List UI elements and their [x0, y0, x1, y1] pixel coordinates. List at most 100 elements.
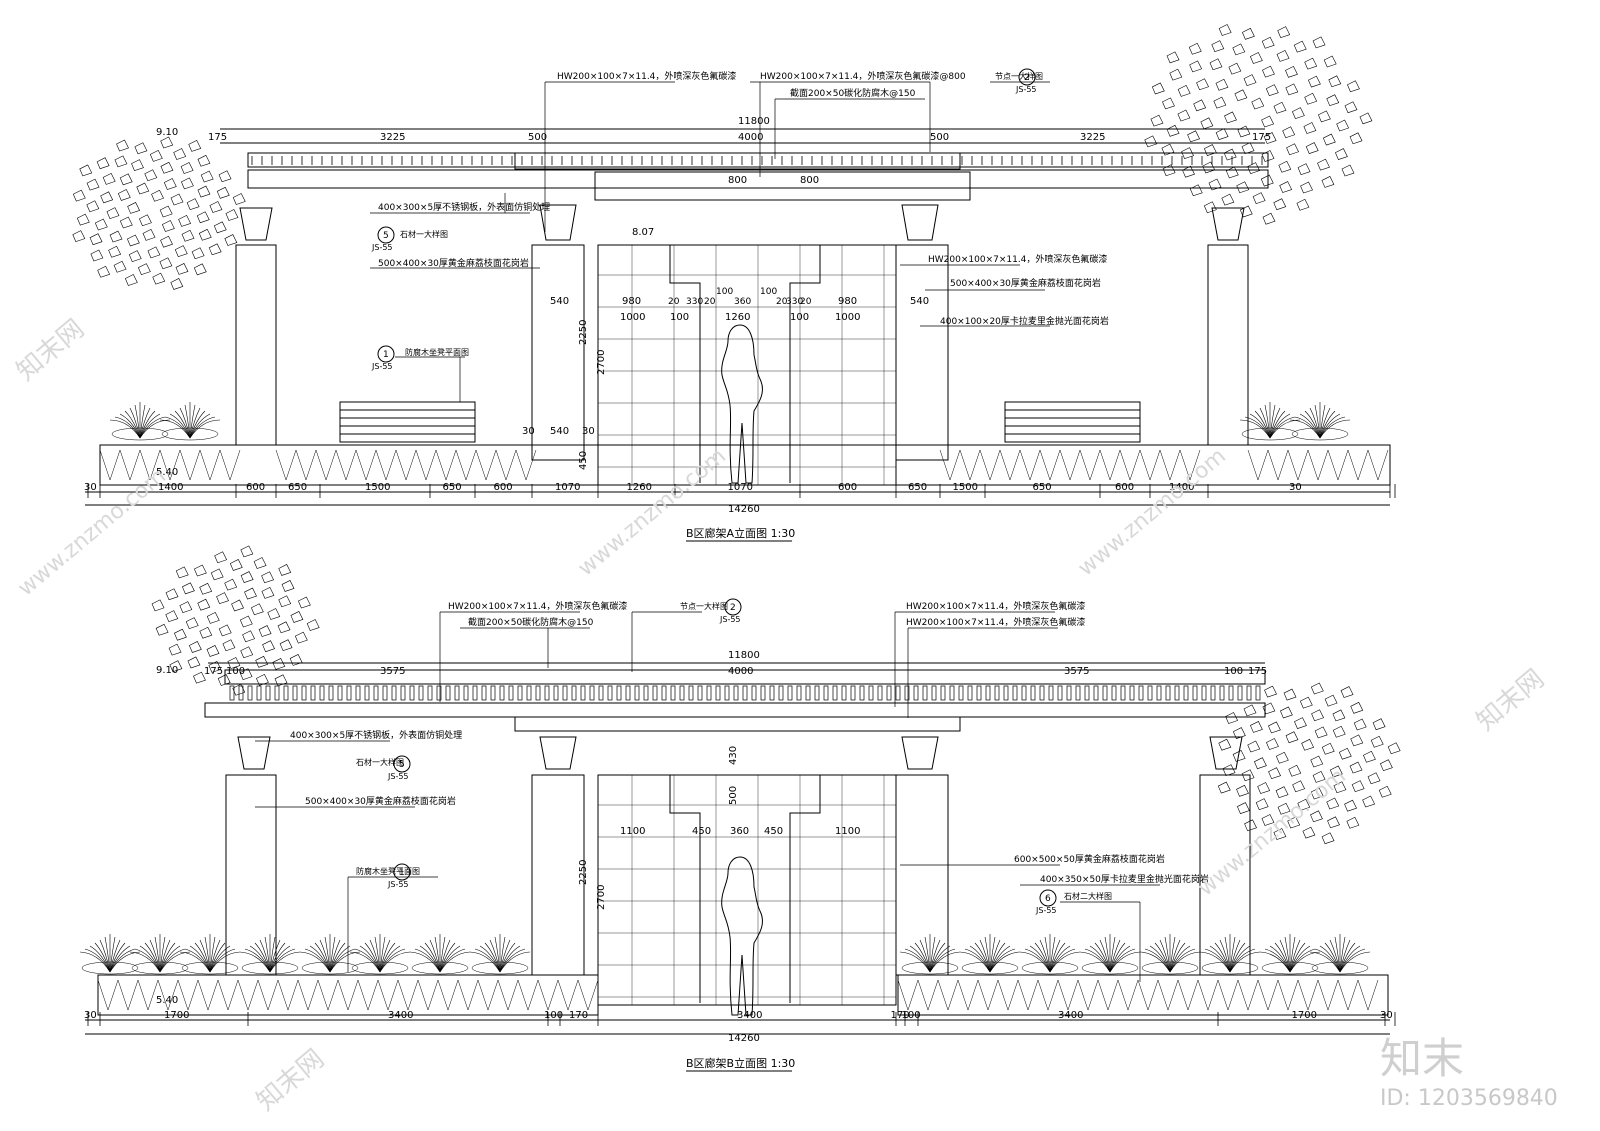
wall-dim2-3: 1260: [725, 312, 750, 323]
dim-top-6: 3225: [1080, 132, 1105, 143]
bottom-dim-label: 3400: [388, 1010, 413, 1021]
bench-left: [339, 401, 476, 443]
svg-text:5: 5: [399, 760, 405, 770]
column-3: [895, 204, 949, 461]
center-lintel: [594, 171, 971, 201]
bottom-dim-label: 170: [569, 1010, 588, 1021]
bottom-dim-label: 1070: [728, 482, 753, 493]
pergola-lower-beam-b: [204, 702, 1266, 718]
bench-right: [1004, 401, 1141, 443]
dim-top-2: 3225: [380, 132, 405, 143]
elevation-b-labels: 11800 175 100 3575 4000 3575 100 175 9.1…: [84, 598, 1396, 1072]
svg-text:5: 5: [383, 231, 389, 241]
note-a-9: HW200×100×7×11.4，外喷深灰色氟碳漆: [928, 253, 1107, 265]
note-b-1: HW200×100×7×11.4，外喷深灰色氟碳漆: [448, 600, 627, 612]
wall-dim2-2: 100: [670, 312, 689, 323]
side-dim-3: 450: [578, 451, 589, 470]
wall-dim-8: 100: [760, 287, 777, 297]
side-dim-6: 30: [582, 426, 595, 437]
dim-top-3: 500: [528, 132, 547, 143]
bottom-dim-label: 3400: [1058, 1010, 1083, 1021]
svg-text:6: 6: [1045, 894, 1051, 904]
note-b-11: 400×350×50厚卡拉麦里金抛光面花岗岩: [1040, 873, 1209, 885]
center-lintel-b: [514, 716, 961, 732]
callout-b-3: 1 JS-55: [387, 863, 411, 889]
center-wall-b: [597, 774, 897, 1006]
planter-right-b: [897, 974, 1389, 1016]
wall-dim-11: 20: [800, 297, 812, 307]
wall-dim-2: 980: [622, 296, 641, 307]
bottom-dim-label: 3400: [737, 1010, 762, 1021]
callout-b-2: 5 JS-55: [387, 755, 411, 781]
callout-a-3: 1 JS-55: [371, 345, 395, 371]
dim-top-b-5: 3575: [1064, 666, 1089, 677]
wall-dim2-5: 1000: [835, 312, 860, 323]
note-b-4: HW200×100×7×11.4，外喷深灰色氟碳漆: [906, 600, 1085, 612]
note-b-7: 石材一大样图: [356, 757, 404, 767]
side-dim-1: 2250: [578, 320, 589, 345]
bottom-dim-label: 600: [246, 482, 265, 493]
bottom-dim-label: 1260: [627, 482, 652, 493]
title-a: B区廊架A立面图 1:30: [686, 526, 795, 540]
svg-text:JS-55: JS-55: [371, 362, 393, 371]
level-top-b: 9.10: [156, 665, 178, 676]
ground-planter: [99, 444, 1391, 486]
bottom-dim-label: 1500: [365, 482, 390, 493]
wall-dim-12: 980: [838, 296, 857, 307]
dim-top-1: 175: [208, 132, 227, 143]
level-ground: 5.40: [156, 467, 178, 478]
wall-dim-4: 330: [686, 297, 703, 307]
bottom-dim-label: 650: [908, 482, 927, 493]
column-4: [1207, 207, 1249, 446]
center-beam: [514, 152, 961, 170]
person-figure-b: [721, 856, 763, 1016]
bottom-dim-label: 650: [443, 482, 462, 493]
callout-a-2: 5 JS-55: [371, 226, 395, 252]
note-a-1: HW200×100×7×11.4，外喷深灰色氟碳漆: [557, 70, 736, 82]
column-2: [531, 204, 585, 461]
note-a-6: 石材一大样图: [400, 229, 448, 239]
bottom-dim-label: 1400: [158, 482, 183, 493]
bottom-dim-label: 1700: [164, 1010, 189, 1021]
planter-left-b: [97, 974, 599, 1016]
dim-top-b-7: 175: [1248, 666, 1267, 677]
note-a-11: 400×100×20厚卡拉麦里金抛光面花岗岩: [940, 315, 1109, 327]
dim-top-b-2: 100: [226, 666, 245, 677]
bottom-dim-label: 650: [288, 482, 307, 493]
note-a-3: 截面200×50碳化防腐木@150: [790, 87, 916, 99]
wall-dim-7: 360: [734, 297, 751, 307]
wall-dim-6: 100: [716, 287, 733, 297]
note-a-2: HW200×100×7×11.4，外喷深灰色氟碳漆@800: [760, 70, 966, 82]
callout-b-4: 6 JS-55: [1035, 889, 1057, 915]
total-width-bottom: 14260: [728, 504, 760, 515]
side-dim-b-1: 2250: [578, 860, 589, 885]
side-dim-b-2: 2700: [596, 885, 607, 910]
wall-dim-b-5: 1100: [835, 826, 860, 837]
dim-top-b-1: 175: [204, 666, 223, 677]
callout-a-1: 2 JS-55: [1015, 68, 1037, 94]
svg-text:2: 2: [730, 603, 736, 613]
dim-inner-1: 800: [728, 175, 747, 186]
level-top: 9.10: [156, 127, 178, 138]
dim-inner-2: 800: [800, 175, 819, 186]
total-width-top-b: 11800: [728, 650, 760, 661]
note-b-8: 500×400×30厚黄金麻荔枝面花岗岩: [305, 795, 456, 807]
wall-dim-9: 20: [776, 297, 788, 307]
svg-text:1: 1: [383, 350, 389, 360]
svg-text:2: 2: [1024, 73, 1030, 83]
side-dim-b-4: 500: [728, 786, 739, 805]
note-b-9: 防腐木坐凳平面图: [356, 866, 420, 876]
wall-dim-b-4: 450: [764, 826, 783, 837]
column-b-1: [225, 736, 277, 976]
bottom-dim-label: 650: [1033, 482, 1052, 493]
dim-top-b-6: 100: [1224, 666, 1243, 677]
svg-text:JS-55: JS-55: [1035, 906, 1057, 915]
bottom-dim-label: 170: [891, 1010, 910, 1021]
elevation-a-labels: 11800 175 3225 500 4000 500 3225 175 800…: [84, 68, 1396, 542]
wall-dim2-4: 100: [790, 312, 809, 323]
wall-dim-b-3: 360: [730, 826, 749, 837]
person-figure: [721, 324, 763, 484]
wall-dim2-1: 1000: [620, 312, 645, 323]
column-b-2: [531, 736, 585, 976]
